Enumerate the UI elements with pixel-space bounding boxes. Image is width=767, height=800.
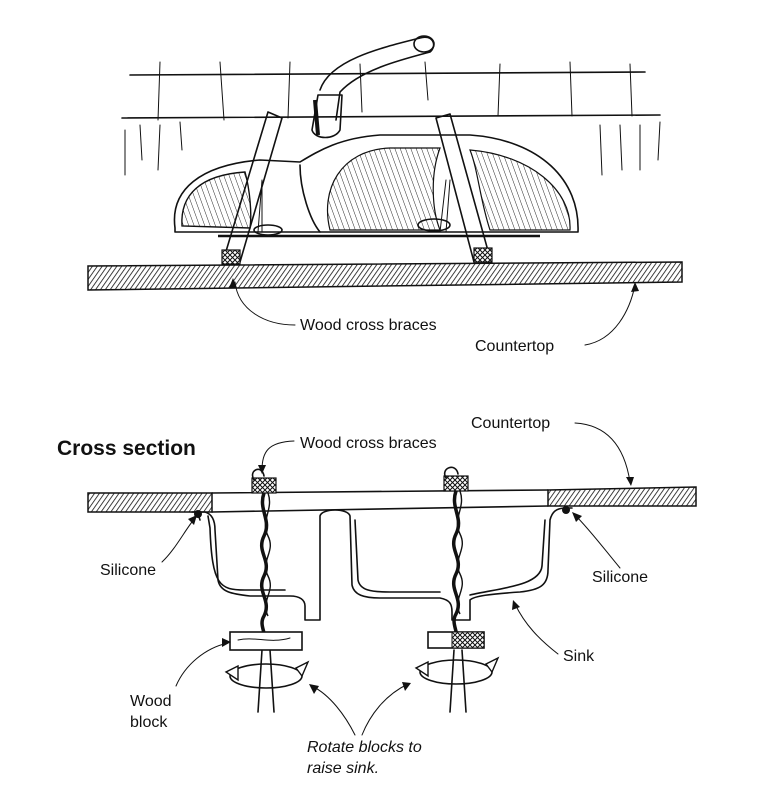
top-illustration — [87, 35, 683, 346]
label-countertop-top: Countertop — [475, 338, 554, 355]
countertop-section-left — [87, 492, 213, 513]
wood-cross-brace-left — [221, 111, 283, 265]
label-countertop-section: Countertop — [471, 415, 550, 432]
wood-block-left — [229, 631, 303, 651]
label-silicone-right: Silicone — [592, 569, 648, 586]
cross-section-illustration — [87, 422, 697, 736]
label-silicone-left: Silicone — [100, 562, 156, 579]
rotation-arrow-right — [414, 656, 500, 685]
sink-profile — [191, 507, 573, 621]
faucet — [311, 35, 435, 139]
label-wood-cross-braces-top: Wood cross braces — [300, 317, 437, 334]
silicone-bead-right — [562, 506, 570, 514]
label-rotate-line2: raise sink. — [307, 760, 379, 777]
label-wood-cross-braces-section: Wood cross braces — [300, 435, 437, 452]
sink-bowls — [173, 134, 579, 238]
rotation-arrow-left — [224, 660, 310, 689]
label-wood-block-line2: block — [130, 714, 168, 731]
label-sink: Sink — [563, 648, 595, 665]
twist-assembly-right — [443, 466, 469, 713]
countertop-top-view — [87, 261, 683, 291]
label-rotate-line1: Rotate blocks to — [307, 739, 422, 756]
label-wood-block-line1: Wood — [130, 693, 172, 710]
twist-assembly-left — [251, 468, 277, 713]
backsplash-tiles — [121, 61, 661, 176]
countertop-section-right — [547, 486, 697, 507]
cross-section-title: Cross section — [57, 437, 196, 460]
wood-cross-brace-right — [435, 113, 493, 263]
